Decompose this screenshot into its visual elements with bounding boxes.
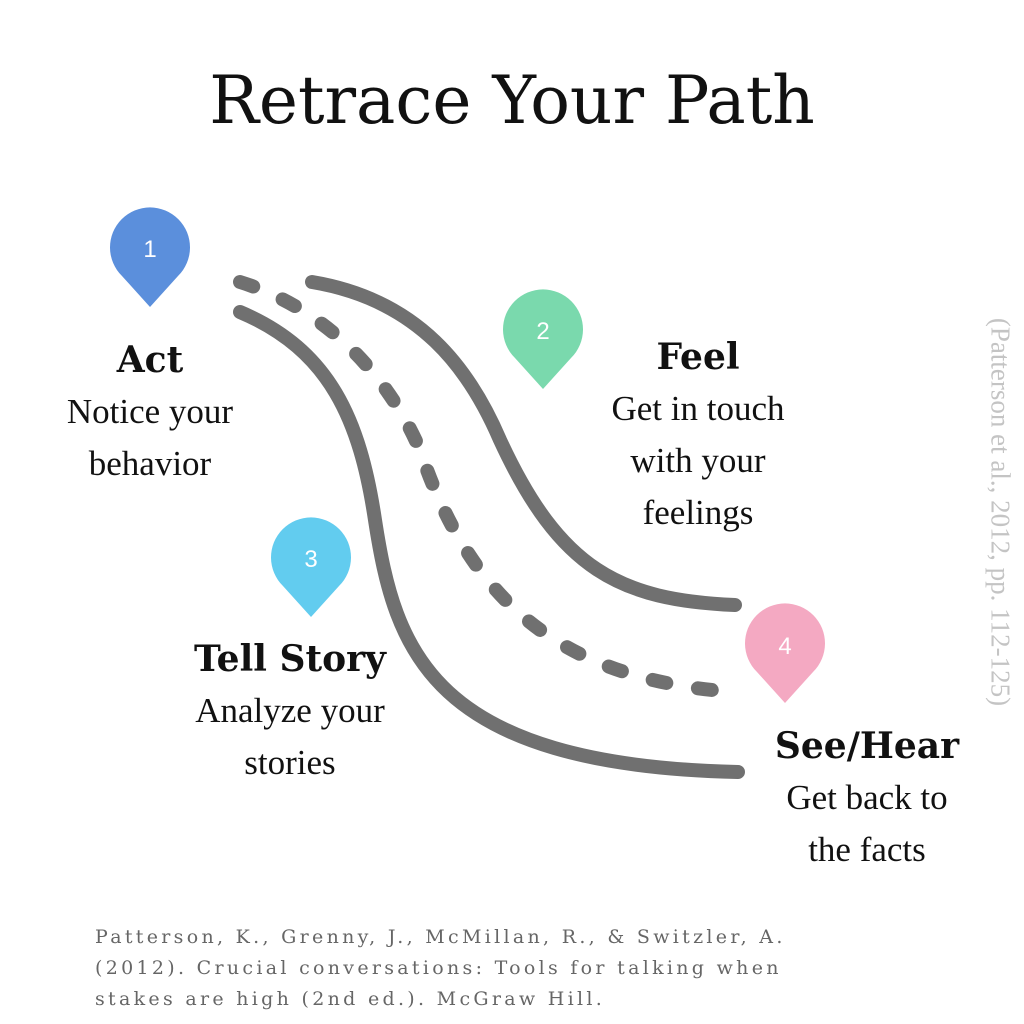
pin-3: 3 [271, 517, 351, 617]
step-heading: Feel [656, 336, 740, 378]
step-heading: Act [116, 339, 184, 381]
reference-line: Patterson, K., Grenny, J., McMillan, R.,… [95, 926, 786, 948]
map-pin-icon [110, 207, 191, 307]
road-center-dashes [233, 275, 742, 699]
svg-text:1: 1 [143, 236, 156, 263]
step-act: Act Notice your behavior [30, 334, 270, 490]
step-line: stories [244, 743, 336, 782]
svg-text:2: 2 [536, 318, 549, 345]
step-line: feelings [642, 493, 754, 532]
step-line: Analyze your [195, 691, 385, 730]
road-right-edge [305, 275, 742, 612]
step-feel: Feel Get in touch with your feelings [568, 331, 828, 539]
svg-text:3: 3 [304, 546, 317, 573]
page-title: Retrace Your Path [209, 62, 815, 139]
reference-citation: Patterson, K., Grenny, J., McMillan, R.,… [95, 922, 786, 1015]
step-line: Get back to [786, 778, 948, 817]
step-tell-story: Tell Story Analyze your stories [160, 633, 420, 789]
map-pin-icon [745, 603, 825, 703]
step-see-hear: See/Hear Get back to the facts [737, 720, 997, 876]
road-left-edge [233, 305, 745, 779]
step-heading: See/Hear [774, 725, 960, 767]
pin-1: 1 [110, 207, 191, 307]
pin-2: 2 [503, 289, 583, 389]
step-line: the facts [808, 830, 926, 869]
reference-line: stakes are high (2nd ed.). McGraw Hill. [95, 988, 606, 1010]
step-heading: Tell Story [194, 638, 386, 680]
side-citation: (Patterson et al., 2012, pp. 112-125) [985, 317, 1016, 707]
reference-line: (2012). Crucial conversations: Tools for… [95, 957, 782, 979]
step-line: Notice your [66, 392, 234, 431]
step-line: behavior [88, 444, 212, 483]
map-pin-icon [503, 289, 583, 389]
step-line: Get in touch [611, 389, 785, 428]
map-pin-icon [271, 517, 351, 617]
step-line: with your [630, 441, 766, 480]
pin-4: 4 [745, 603, 825, 703]
svg-text:4: 4 [778, 633, 791, 660]
